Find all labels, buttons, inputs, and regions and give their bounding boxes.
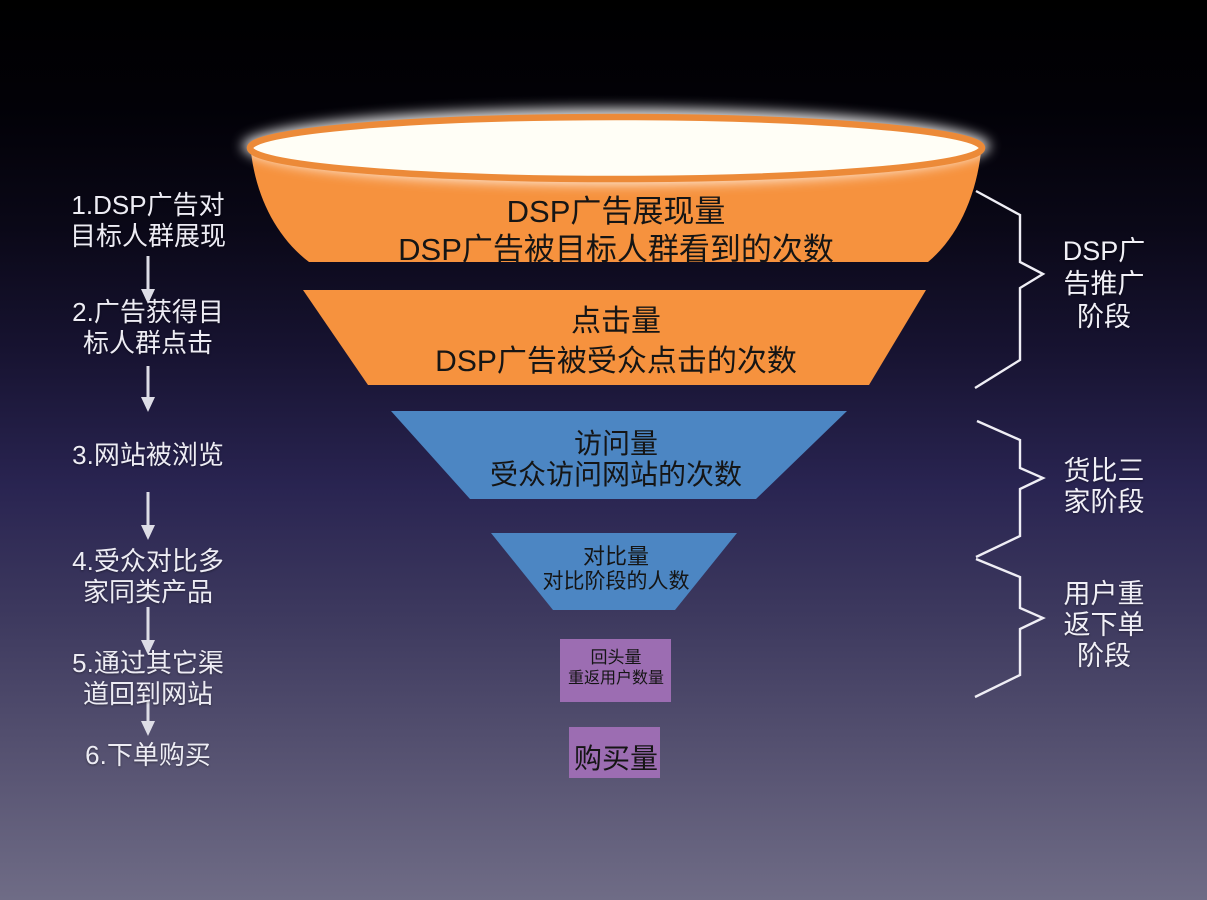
brace-icon — [974, 189, 1046, 390]
down-arrowhead-icon — [141, 525, 155, 540]
funnel-level-visits-shape — [391, 411, 847, 499]
brace-icon — [975, 419, 1046, 559]
step-1-label: 1.DSP广告对 目标人群展现 — [69, 190, 226, 251]
funnel-mouth-rim — [246, 113, 986, 183]
down-arrowhead-icon — [141, 289, 155, 304]
down-arrowhead-icon — [141, 397, 155, 412]
funnel-clicks-title: 点击量 — [571, 305, 661, 338]
funnel-level-returns-shape — [560, 639, 671, 702]
stage-return-order-label: 用户重 返下单 阶段 — [1063, 579, 1145, 671]
funnel-comparisons-title: 对比量 — [582, 544, 649, 569]
funnel-returns-title: 回头量 — [590, 648, 642, 667]
funnel-mouth-ellipse — [250, 117, 982, 179]
funnel-impressions-title: DSP广告展现量 — [506, 194, 726, 229]
funnel-visits-subtitle: 受众访问网站的次数 — [489, 459, 742, 490]
step-5-label: 5.通过其它渠 道回到网站 — [72, 648, 224, 709]
funnel-level-purchases-shape — [569, 727, 660, 778]
funnel-purchases-title: 购买量 — [573, 743, 658, 774]
step-2-label: 2.广告获得目 标人群点击 — [72, 297, 224, 358]
funnel-level-clicks-shape — [303, 290, 926, 385]
stage-dsp-promotion-label: DSP广 告推广 阶段 — [1062, 236, 1146, 332]
funnel-visits-title: 访问量 — [573, 428, 658, 459]
step-4-label: 4.受众对比多 家同类产品 — [72, 546, 224, 607]
funnel-comparisons-subtitle: 对比阶段的人数 — [542, 570, 690, 593]
funnel-clicks-subtitle: DSP广告被受众点击的次数 — [435, 345, 797, 378]
funnel-returns-subtitle: 重返用户数量 — [567, 670, 664, 687]
funnel-impressions-subtitle: DSP广告被目标人群看到的次数 — [398, 232, 834, 267]
stage-comparison-label: 货比三 家阶段 — [1063, 456, 1145, 517]
down-arrowhead-icon — [141, 721, 155, 736]
step-3-label: 3.网站被浏览 — [72, 440, 224, 470]
brace-icon — [974, 557, 1046, 699]
funnel-level-impressions-shape — [251, 152, 981, 262]
step-6-label: 6.下单购买 — [85, 740, 211, 770]
down-arrowhead-icon — [141, 640, 155, 655]
funnel-level-comparisons-shape — [491, 533, 737, 610]
